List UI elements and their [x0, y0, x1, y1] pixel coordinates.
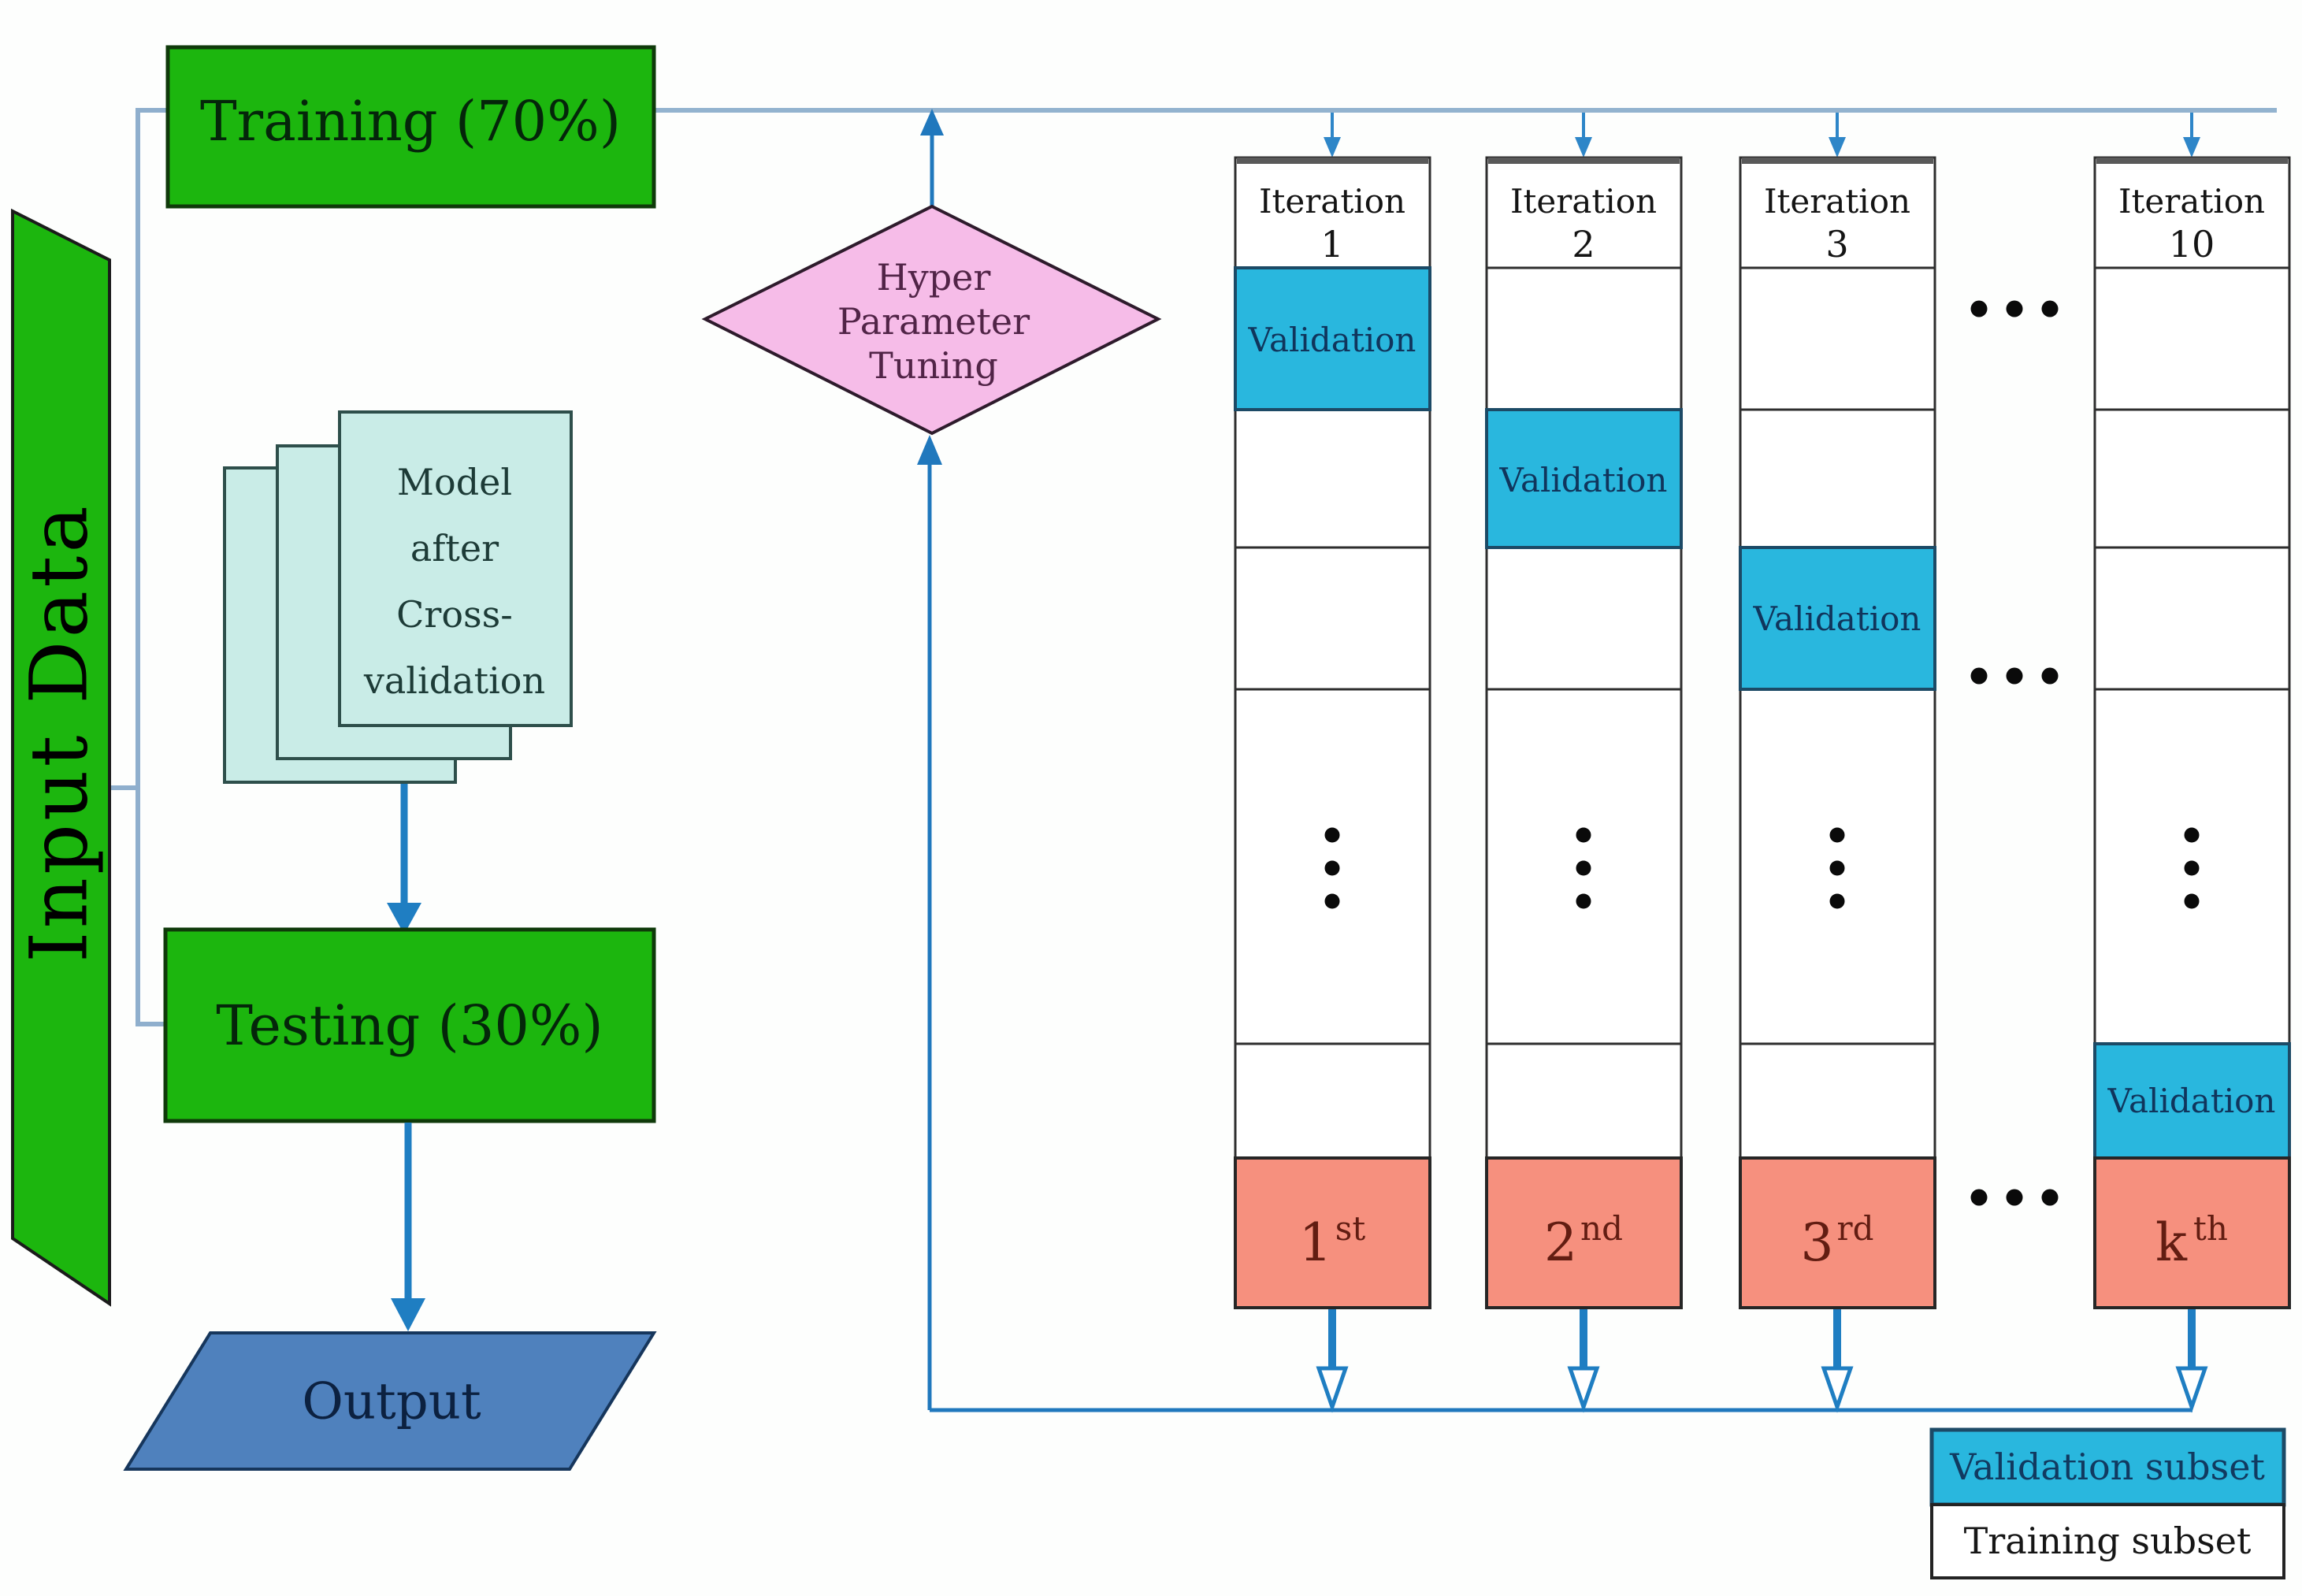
- column1-ellipsis-dot: [1324, 893, 1340, 909]
- column3-ellipsis-dot: [1829, 827, 1845, 843]
- column3-frame: [1739, 156, 1936, 1309]
- column2-top-arrowhead-icon: [1575, 137, 1592, 158]
- iteration-column-3: Iteration 3 Validation 3rd: [1739, 113, 1936, 1413]
- output-shape: [123, 1331, 657, 1471]
- legend: Validation subset Training subset: [1929, 1427, 2286, 1579]
- column10-validation-label: Validation: [2107, 1082, 2276, 1120]
- column2-down-arrowhead-icon: [1567, 1366, 1600, 1413]
- column2-header-number: 2: [1572, 223, 1595, 265]
- column3-fold-label: 3rd: [1801, 1209, 1874, 1273]
- column10-ellipsis-dot: [2184, 893, 2200, 909]
- hyperparameter-tuning-diamond: [701, 204, 1162, 436]
- column3-header-number: 3: [1825, 223, 1848, 265]
- column3-validation-cell: [1739, 546, 1936, 691]
- column1-header-number: 1: [1320, 223, 1343, 265]
- column1-fold-cell: [1234, 1156, 1431, 1309]
- column2-header: Iteration: [1510, 182, 1657, 221]
- column1-validation-cell: [1234, 266, 1431, 411]
- tuning-label-line1: Hyper: [877, 256, 991, 299]
- column3-down-arrowhead-icon: [1821, 1366, 1854, 1413]
- column3-fold-cell: [1739, 1156, 1936, 1309]
- model-to-testing-arrowhead-icon: [387, 903, 421, 934]
- feedback-riser-arrowhead-icon: [917, 435, 942, 465]
- column10-fold-cell: [2093, 1156, 2291, 1309]
- legend-training-label: Training subset: [1964, 1520, 2252, 1562]
- column2-frame: [1485, 156, 1683, 1309]
- model-label-line1: Model: [397, 461, 512, 503]
- model-label-line4: validation: [363, 659, 545, 702]
- column3-header: Iteration: [1764, 182, 1910, 221]
- column2-validation-cell: [1485, 408, 1683, 549]
- column1-down-arrowhead-icon: [1316, 1366, 1349, 1413]
- diamond-to-topline-arrowhead-icon: [920, 109, 944, 135]
- gap-ellipsis-top: [1970, 300, 2059, 317]
- legend-validation-swatch: [1929, 1427, 2286, 1507]
- testing-box: [163, 927, 656, 1123]
- column1-ellipsis-dot: [1324, 860, 1340, 876]
- iteration-column-2: Iteration 2 Validation 2nd: [1485, 113, 1683, 1413]
- column10-top-arrowhead-icon: [2183, 137, 2200, 158]
- column2-ellipsis-dot: [1576, 893, 1591, 909]
- output-label: Output: [302, 1373, 481, 1431]
- training-label: Training (70%): [200, 89, 621, 154]
- column10-header-number: 10: [2169, 223, 2215, 265]
- column3-top-arrowhead-icon: [1829, 137, 1846, 158]
- column3-validation-label: Validation: [1753, 599, 1921, 638]
- column1-ellipsis-dot: [1324, 827, 1340, 843]
- column1-validation-label: Validation: [1248, 321, 1416, 359]
- column3-ellipsis-dot: [1829, 860, 1845, 876]
- tuning-label-line2: Parameter: [837, 300, 1030, 343]
- column1-header: Iteration: [1259, 182, 1405, 221]
- column2-fold-cell: [1485, 1156, 1683, 1309]
- column2-validation-label: Validation: [1499, 461, 1668, 499]
- testing-to-output-arrowhead-icon: [391, 1298, 425, 1331]
- input-split-bracket: [136, 108, 168, 1026]
- gap-ellipsis-middle: [1970, 667, 2059, 685]
- input-data-label: Input Data: [13, 503, 106, 963]
- column1-top-arrowhead-icon: [1324, 137, 1341, 158]
- column10-ellipsis-dot: [2184, 827, 2200, 843]
- column2-ellipsis-dot: [1576, 860, 1591, 876]
- tuning-label-line3: Tuning: [869, 344, 998, 387]
- model-label-line2: after: [410, 527, 499, 570]
- column10-down-arrowhead-icon: [2175, 1366, 2208, 1413]
- column10-header: Iteration: [2118, 182, 2265, 221]
- testing-label: Testing (30%): [216, 993, 603, 1058]
- legend-validation-label: Validation subset: [1949, 1446, 2265, 1488]
- column2-ellipsis-dot: [1576, 827, 1591, 843]
- iteration-column-1: Iteration 1 Validation 1st: [1234, 113, 1431, 1413]
- column10-ellipsis-dot: [2184, 860, 2200, 876]
- column2-fold-label: 2nd: [1544, 1209, 1623, 1273]
- training-box: [165, 45, 656, 209]
- model-doc-front: [338, 410, 573, 727]
- legend-training-swatch: [1930, 1503, 2285, 1579]
- input-data-shape: [11, 208, 111, 1307]
- column1-fold-label: 1st: [1299, 1209, 1366, 1273]
- model-label-line3: Cross-: [396, 593, 513, 636]
- gap-ellipsis-bottom: [1970, 1189, 2059, 1206]
- column3-ellipsis-dot: [1829, 893, 1845, 909]
